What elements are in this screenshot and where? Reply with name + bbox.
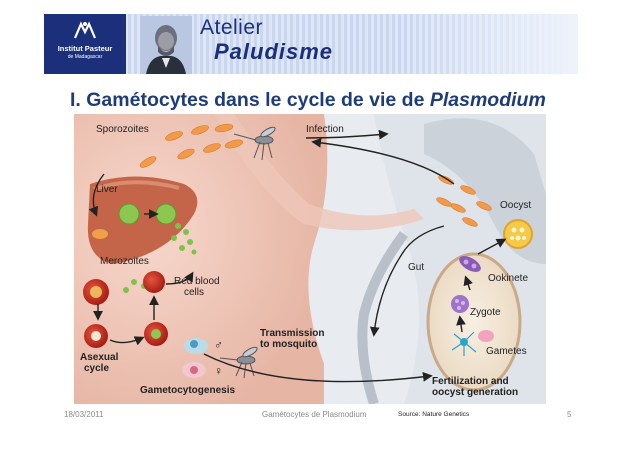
pasteur-emblem-icon xyxy=(73,21,97,39)
slide-title: I. Gamétocytes dans le cycle de vie de P… xyxy=(70,89,546,112)
institut-pasteur-logo: Institut Pasteur de Madagascar xyxy=(44,14,126,74)
banner-fade xyxy=(398,14,578,74)
banner-title-paludisme: Paludisme xyxy=(214,39,334,64)
slide-title-prefix: I. Gamétocytes dans le cycle de vie de xyxy=(70,89,430,111)
label-fertilization-line1: Fertilization and xyxy=(432,376,509,387)
logo-line2: de Madagascar xyxy=(67,54,103,60)
label-merozoites: Merozoites xyxy=(100,256,149,267)
footer-date: 18/03/2011 xyxy=(64,410,104,419)
label-transmission-line1: Transmission xyxy=(260,328,325,339)
life-cycle-figure: Sporozoites Infection Liver Merozoites R… xyxy=(74,114,546,404)
male-symbol-icon: ♂ xyxy=(214,338,223,352)
logo-line1: Institut Pasteur xyxy=(57,44,113,53)
label-gut: Gut xyxy=(408,262,425,273)
footer-center-title: Gamétocytes de Plasmodium xyxy=(262,410,367,419)
label-red-blood-line2: cells xyxy=(184,287,205,298)
label-sporozoites: Sporozoites xyxy=(96,124,149,135)
label-ookinete: Ookinete xyxy=(488,273,529,284)
slide-title-italic: Plasmodium xyxy=(429,89,546,111)
label-red-blood-line1: Red blood xyxy=(174,276,220,287)
label-zygote: Zygote xyxy=(470,307,501,318)
label-transmission-line2: to mosquito xyxy=(260,339,318,350)
label-asexual-line1: Asexual xyxy=(80,352,119,363)
female-symbol-icon: ♀ xyxy=(214,364,223,378)
pasteur-portrait-icon xyxy=(140,16,192,74)
label-asexual-line2: cycle xyxy=(84,363,110,374)
header-banner: Institut Pasteur de Madagascar Atelier P… xyxy=(44,14,578,74)
footer-source: Source: Nature Genetics xyxy=(398,411,470,418)
banner-title-atelier: Atelier xyxy=(200,16,264,39)
label-gametes: Gametes xyxy=(486,346,527,357)
label-infection: Infection xyxy=(306,124,344,135)
life-cycle-illustration xyxy=(74,114,546,404)
label-gametocytogenesis: Gametocytogenesis xyxy=(140,385,236,396)
label-fertilization-line2: oocyst generation xyxy=(432,387,519,398)
footer-page-number: 5 xyxy=(567,410,572,419)
label-oocyst: Oocyst xyxy=(500,200,532,211)
label-liver: Liver xyxy=(96,184,118,195)
